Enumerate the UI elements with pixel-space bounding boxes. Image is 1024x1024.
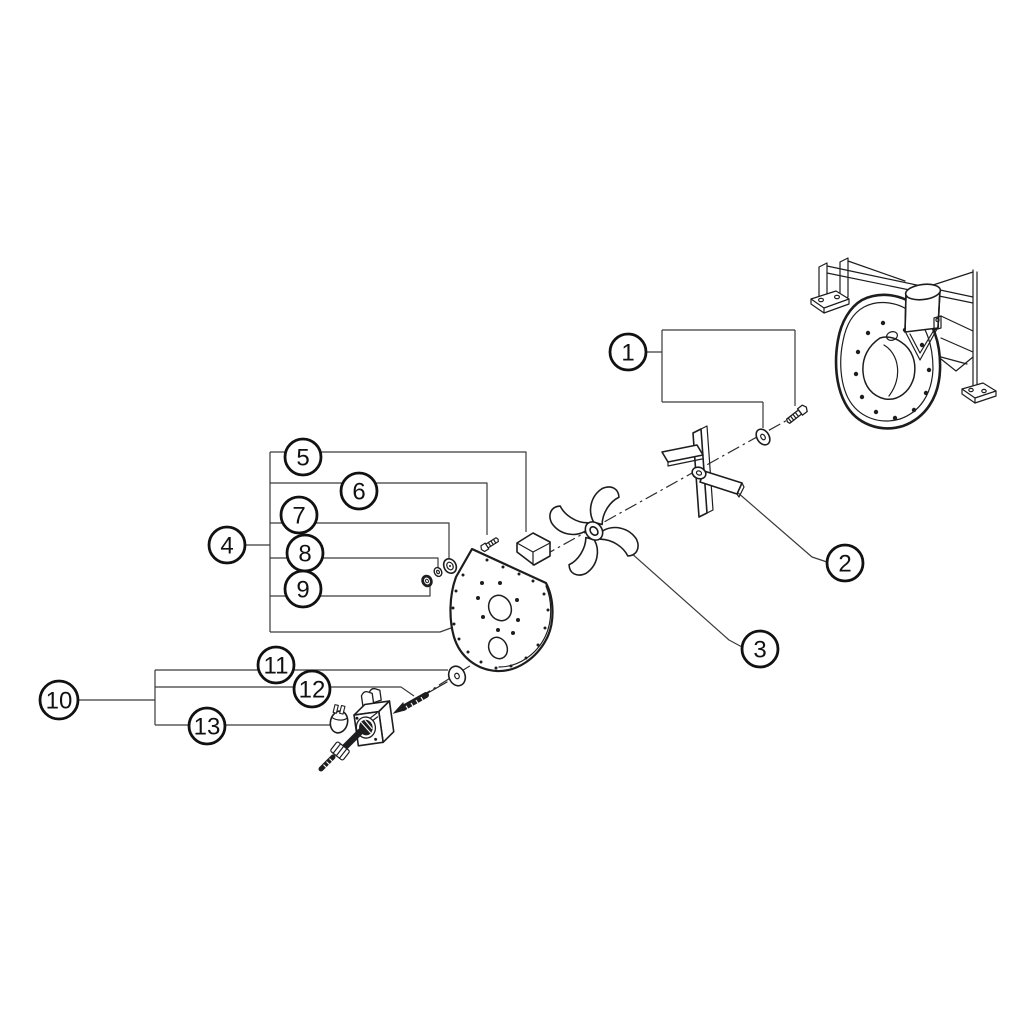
lock-nut [421,574,433,588]
callout-11-label: 11 [264,652,289,679]
deflector-bracket [516,532,551,566]
callout-11[interactable]: 11 [256,645,296,685]
shaft-washer [447,665,467,687]
callout-13[interactable]: 13 [187,706,227,746]
callout-3-label: 3 [753,636,766,663]
callout-2[interactable]: 2 [825,543,865,583]
paddle-impeller [661,425,745,518]
callout-8-label: 8 [298,540,311,567]
callout-4-label: 4 [220,532,233,559]
callout-6[interactable]: 6 [339,471,379,511]
plate-bolt-holes [476,581,520,635]
impeller-bolt [785,404,808,424]
callout-9-label: 9 [296,576,309,603]
gearbox-cable [318,727,365,772]
impeller-washer [755,428,771,446]
callout-1[interactable]: 1 [608,332,648,372]
leader-12 [155,686,415,697]
frame-foot-left [810,290,850,314]
flanged-bushing [442,558,458,574]
worm-shaft [392,681,448,714]
callout-10[interactable]: 10 [38,679,80,721]
leader-7 [270,522,450,558]
callout-3[interactable]: 3 [740,629,780,669]
leader-3 [629,551,743,648]
callout-13-label: 13 [194,713,221,740]
callout-6-label: 6 [352,478,365,505]
leader-lines [78,329,828,726]
callouts: 1 2 3 4 5 6 7 8 9 10 11 12 13 [38,332,865,746]
leader-1 [646,329,796,428]
callout-1-label: 1 [621,339,634,366]
flat-washer [433,566,443,578]
leader-9 [270,586,431,597]
housing-bolt-holes [853,320,932,421]
callout-12-label: 12 [299,676,326,703]
leader-8 [270,557,439,568]
curved-rotor [549,486,639,576]
gearbox [353,687,395,747]
cover-plate [449,547,554,673]
callout-10-label: 10 [46,687,73,714]
leader-5 [270,451,527,532]
leader-4 [245,452,452,633]
callout-9[interactable]: 9 [283,569,323,609]
callout-8[interactable]: 8 [285,533,325,573]
discharge-tube [904,283,942,361]
leader-10 [78,670,156,725]
frame-foot-right [961,382,997,404]
callout-5-label: 5 [296,444,309,471]
callout-7[interactable]: 7 [279,495,319,535]
callout-7-label: 7 [292,502,305,529]
callout-5[interactable]: 5 [283,437,323,477]
machine-frame [810,257,997,404]
cable-grommet [329,704,349,734]
plate-rim-holes [451,558,550,670]
callout-4[interactable]: 4 [207,525,247,565]
callout-2-label: 2 [838,550,851,577]
callout-12[interactable]: 12 [292,669,332,709]
leader-2 [736,491,828,563]
carriage-bolt [480,537,499,553]
